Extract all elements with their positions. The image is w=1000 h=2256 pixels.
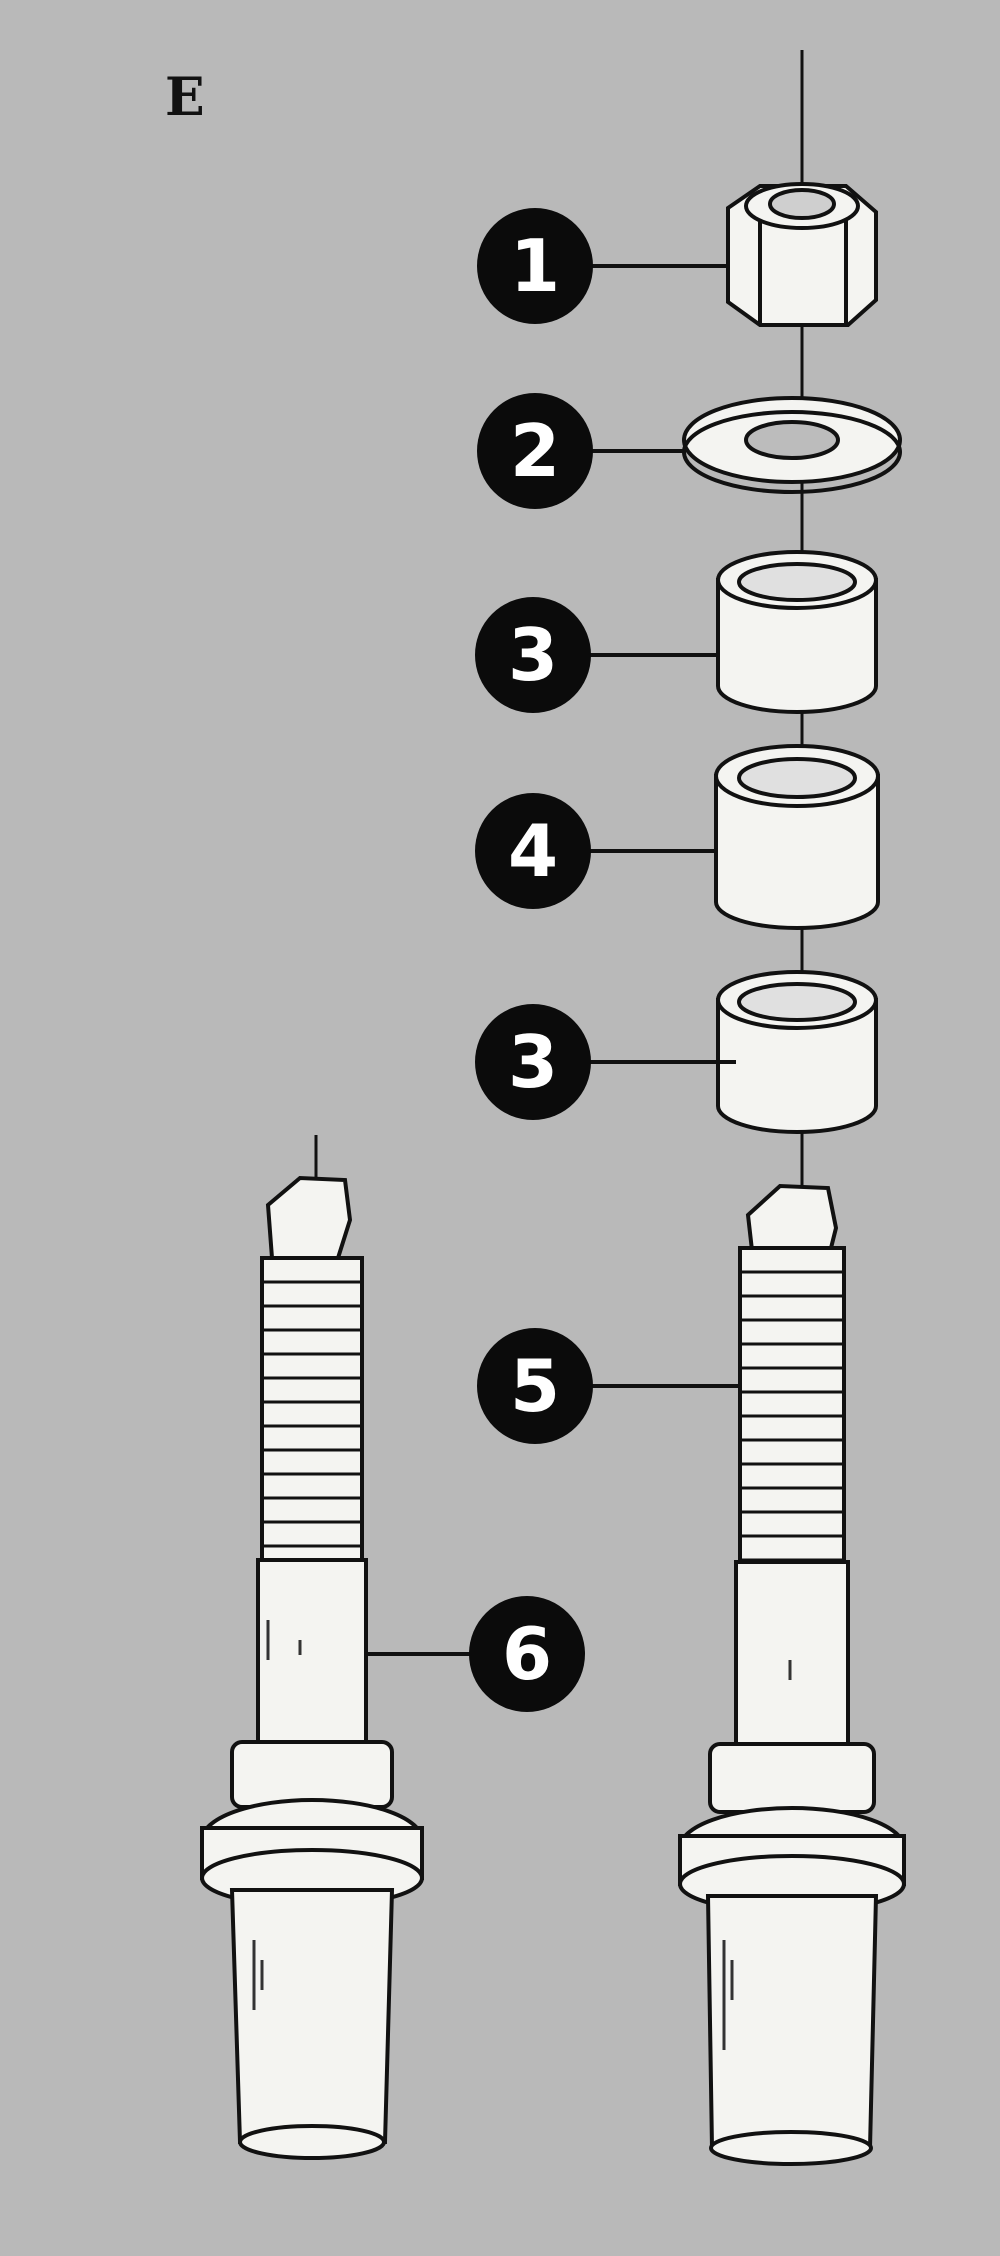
callout-5-label: 5 [510,1344,560,1428]
callout-6: 6 [469,1596,585,1712]
assembled-shaft [200,1135,424,2160]
callout-2-label: 2 [510,409,560,493]
callout-4: 4 [475,793,591,909]
exploded-shaft [678,50,906,2166]
callout-2: 2 [477,393,593,509]
callout-3-upper-label: 3 [508,613,558,697]
callout-1: 1 [477,208,593,324]
callout-1-label: 1 [510,224,560,308]
callout-3-lower: 3 [475,1004,591,1120]
callout-3-lower-label: 3 [508,1020,558,1104]
callout-6-label: 6 [502,1612,552,1696]
figure-letter: E [165,67,205,128]
callout-4-label: 4 [508,809,558,893]
callout-3-upper: 3 [475,597,591,713]
leader-lines [366,264,738,1656]
callout-5: 5 [477,1328,593,1444]
